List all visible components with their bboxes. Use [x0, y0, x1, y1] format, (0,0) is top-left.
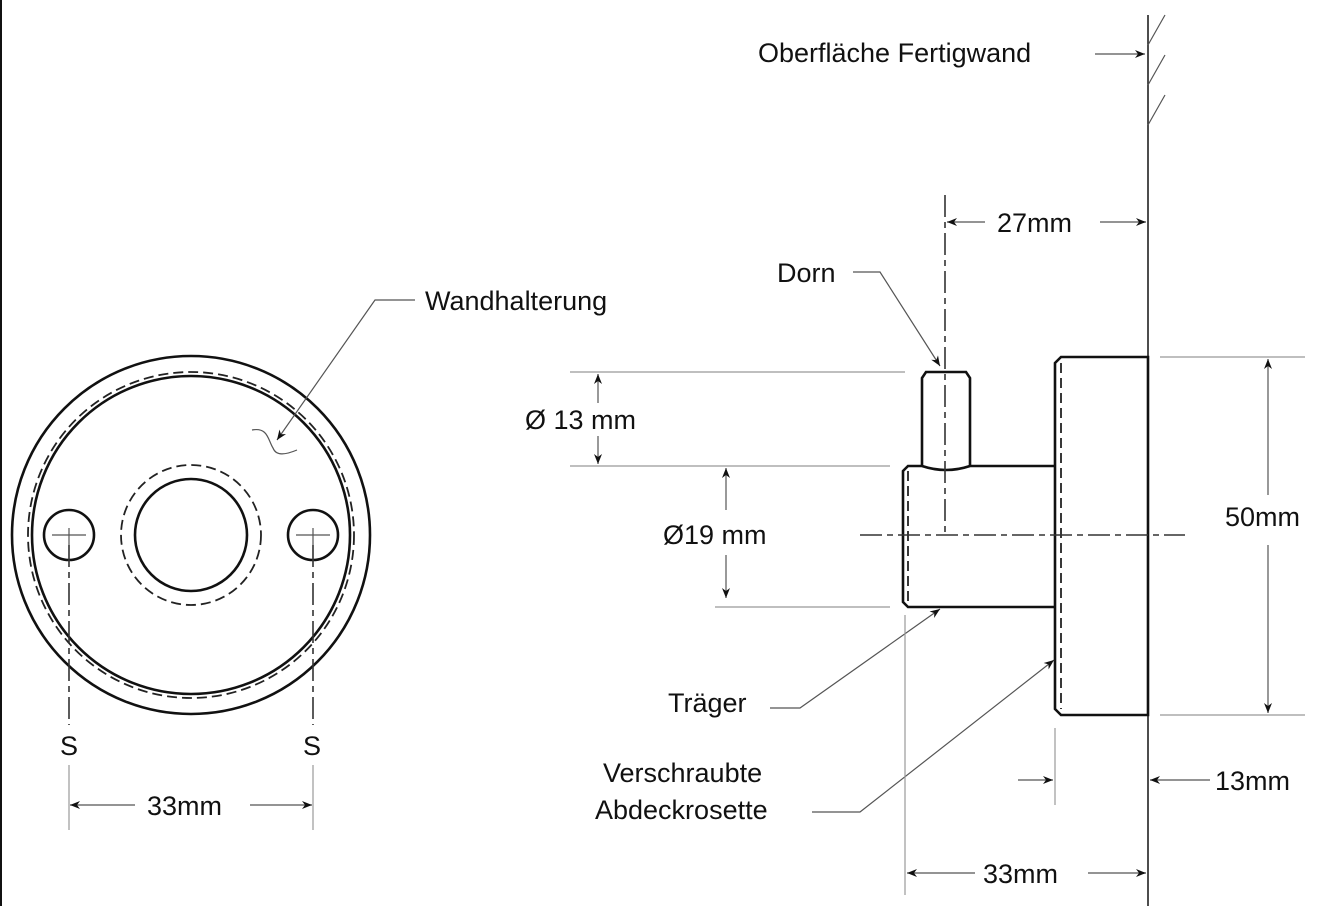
pin-diameter-dimension: Ø 13 mm: [525, 405, 636, 435]
carrier-label: Träger: [668, 688, 747, 718]
wall-hatch: [1147, 14, 1166, 126]
screw-label-left: S: [60, 731, 78, 761]
pin-leader: [853, 271, 941, 367]
rosette-side: [1053, 355, 1150, 717]
pin-label: Dorn: [777, 258, 836, 288]
screw-spacing-dimension: 33mm: [147, 791, 222, 821]
carrier-circle: [133, 477, 249, 593]
cover-leader: [812, 659, 1055, 813]
hidden-bracket-circle: [120, 464, 262, 606]
total-depth-dimension: 33mm: [983, 859, 1058, 889]
break-mark: [251, 428, 298, 455]
inner-rosette-circle: [30, 374, 352, 696]
bracket-leader: [276, 299, 415, 441]
rosette-diameter-dimension: 50mm: [1225, 502, 1300, 532]
wall-bracket-label: Wandhalterung: [425, 286, 607, 316]
wall-surface-label: Oberfläche Fertigwand: [758, 38, 1031, 68]
carrier-side: [901, 464, 1055, 609]
cover-label-line1: Verschraubte: [603, 758, 762, 788]
front-view: Wandhalterung S S 33mm: [10, 286, 607, 830]
carrier-diameter-dimension: Ø19 mm: [663, 520, 767, 550]
screw-label-right: S: [303, 731, 321, 761]
side-view: Oberfläche Fertigwand 27mm Dorn Ø 13 mm …: [525, 14, 1305, 906]
crosshair-right: [296, 528, 330, 545]
pin-side: [920, 370, 972, 466]
pin-offset-dimension: 27mm: [997, 208, 1072, 238]
outer-rosette-circle: [10, 354, 372, 716]
cover-label-line2: Abdeckrosette: [595, 795, 768, 825]
carrier-leader: [770, 608, 941, 709]
rosette-depth-dimension: 13mm: [1215, 766, 1290, 796]
crosshair-left: [52, 528, 86, 545]
hidden-rosette-circle: [27, 371, 355, 699]
